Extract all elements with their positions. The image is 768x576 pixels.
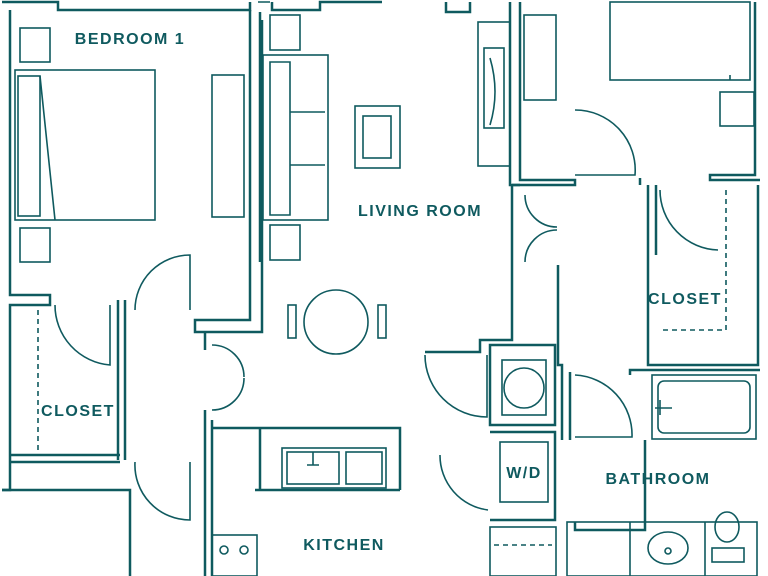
window-marks [258, 1, 731, 80]
tv-console-icon [477, 21, 511, 167]
room-label-closet-left: CLOSET [41, 403, 115, 420]
living-furniture [262, 14, 511, 355]
bed-icon [609, 1, 751, 81]
room-label-bedroom: BEDROOM 1 [75, 31, 185, 48]
stove-icon [211, 534, 258, 576]
kitchen-sink-icon [281, 447, 387, 489]
nightstand-icon [19, 227, 51, 263]
utility-fixtures [489, 359, 557, 576]
doors [54, 109, 719, 521]
right-bedroom-furniture [37, 1, 755, 456]
dresser-icon [211, 74, 245, 218]
sink-icon [647, 531, 689, 565]
room-label-living-room: LIVING ROOM [358, 203, 482, 220]
bathroom-fixtures [566, 374, 758, 576]
washer-dryer-icon [499, 441, 549, 503]
room-label-closet-right: CLOSET [648, 291, 722, 308]
nightstand-icon [19, 27, 51, 63]
nightstand-icon [719, 91, 755, 127]
bedroom-furniture [14, 27, 245, 263]
room-label-bathroom: BATHROOM [605, 471, 710, 488]
bed-icon [14, 69, 156, 221]
dining-table-icon [303, 289, 369, 355]
dresser-icon [523, 14, 557, 101]
vanity-icon [566, 521, 758, 576]
end-table-icon [269, 224, 301, 261]
sofa-icon [262, 54, 329, 221]
water-heater-icon [501, 359, 547, 416]
end-table-icon [269, 14, 301, 51]
coffee-table-icon [354, 105, 401, 169]
room-label-washer-dryer: W/D [506, 465, 542, 482]
toilet-icon [714, 511, 740, 543]
kitchen-fixtures [211, 447, 387, 576]
bathtub-icon [651, 374, 757, 440]
room-label-kitchen: KITCHEN [303, 537, 385, 554]
